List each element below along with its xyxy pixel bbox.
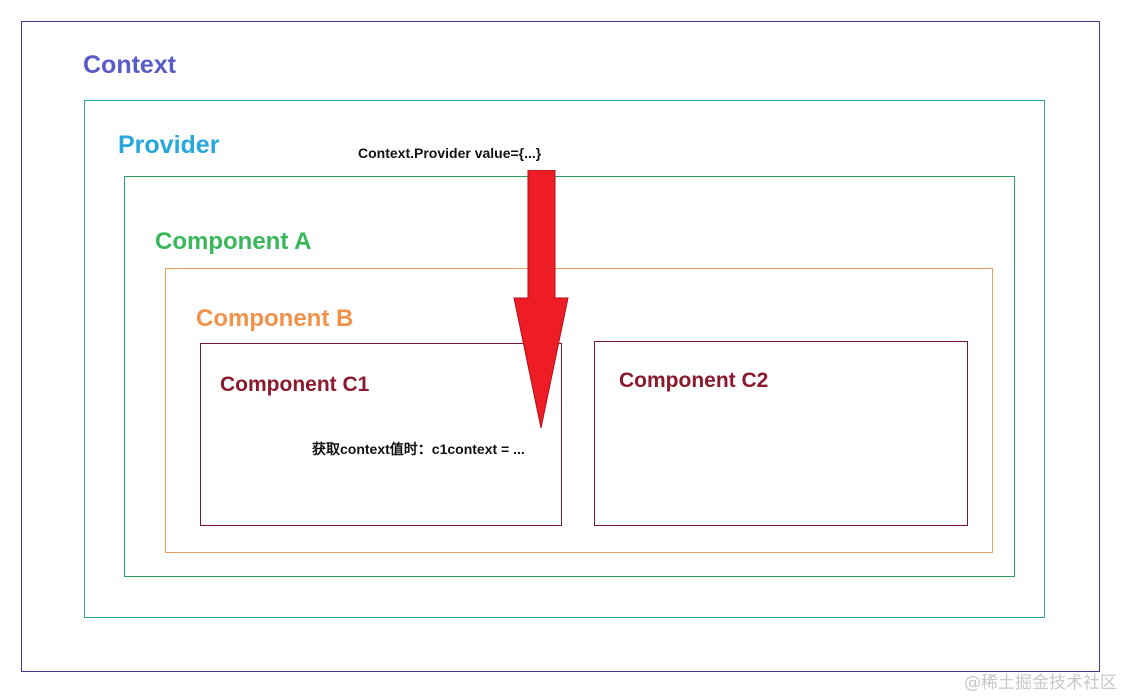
provider-label: Provider (118, 131, 220, 159)
down-arrow-icon (513, 170, 569, 429)
component-b-label: Component B (196, 305, 354, 332)
component-c2-box (594, 341, 968, 526)
component-c1-label: Component C1 (220, 373, 370, 396)
component-c2-label: Component C2 (619, 369, 769, 392)
context-box (21, 21, 1100, 672)
provider-value-code: Context.Provider value={...} (358, 145, 542, 161)
provider-box (84, 100, 1045, 618)
component-a-label: Component A (155, 228, 312, 255)
c1-context-read-note: 获取context值时：c1context = ... (312, 441, 525, 457)
context-label: Context (83, 51, 177, 79)
component-c1-box (200, 343, 562, 526)
watermark: @稀土掘金技术社区 (964, 673, 1117, 693)
component-a-box (124, 176, 1015, 577)
component-b-box (165, 268, 993, 553)
